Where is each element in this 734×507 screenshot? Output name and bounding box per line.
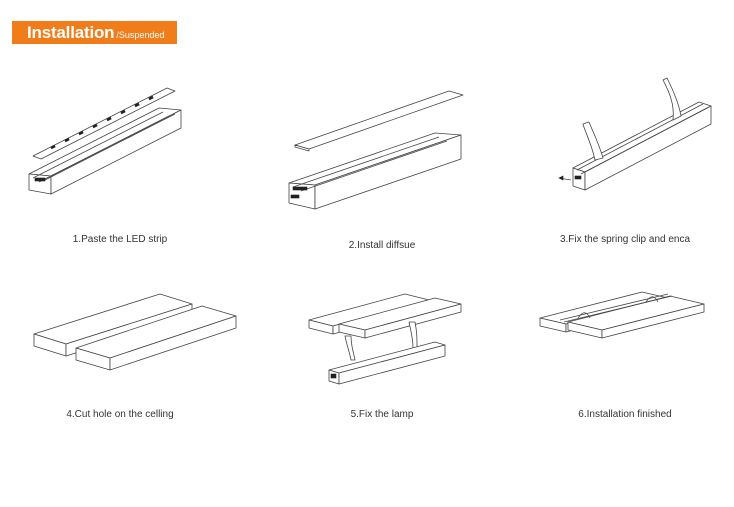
step-caption-3: 3.Fix the spring clip and enca <box>559 234 691 245</box>
section-header: Installation /Suspended <box>12 21 177 44</box>
step-caption-6: 6.Installation finished <box>578 409 672 420</box>
step-6-illustration <box>539 291 705 339</box>
step-1-illustration <box>28 87 182 195</box>
step-4-illustration <box>33 293 237 371</box>
led-strip-chips <box>50 95 154 150</box>
step-caption-2: 2.Install diffsue <box>348 240 416 251</box>
step-5-illustration <box>308 293 462 385</box>
step-2-illustration <box>288 90 464 210</box>
step-caption-5: 5.Fix the lamp <box>350 409 414 420</box>
header-title: Installation <box>27 23 115 42</box>
step-caption-4: 4.Cut hole on the celling <box>66 409 174 420</box>
step-caption-1: 1.Paste the LED strip <box>72 234 168 245</box>
step-3-illustration <box>558 77 712 191</box>
header-subtitle: /Suspended <box>116 30 165 40</box>
